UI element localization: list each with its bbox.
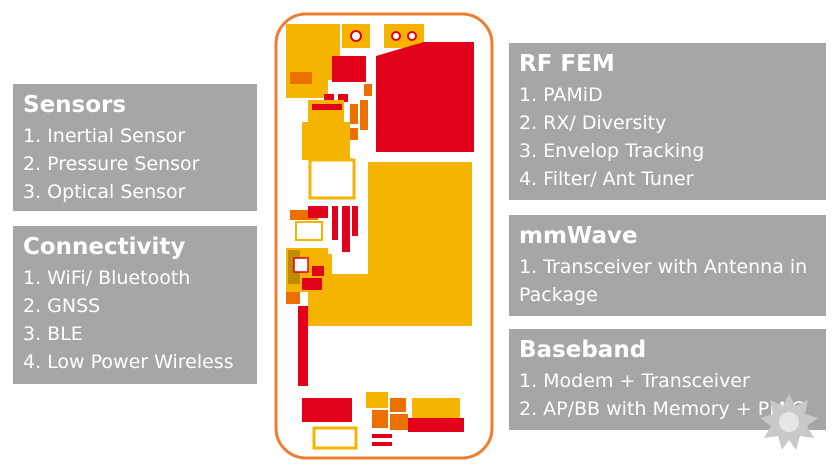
speaker-grille-2 — [372, 442, 392, 446]
chip-red-left-col-1 — [332, 206, 338, 240]
sensors-item-1: 1. Inertial Sensor — [23, 125, 186, 147]
connectivity-box: Connectivity 1. WiFi/ Bluetooth 2. GNSS … — [13, 226, 257, 384]
rf-fem-item-2: 2. RX/ Diversity — [519, 112, 667, 134]
chip-red-strip — [298, 306, 308, 386]
sensor-window — [308, 158, 356, 200]
connector-right-pin-b — [407, 31, 417, 41]
sensors-item-3: 3. Optical Sensor — [23, 181, 186, 203]
sensors-title: Sensors — [23, 92, 127, 118]
connectivity-item-3: 3. BLE — [23, 323, 83, 345]
chip-red-small-1 — [324, 94, 334, 102]
phone-board-diagram — [274, 12, 494, 460]
watermark-gear-icon — [760, 394, 818, 450]
baseband-item-2: 2. AP/BB with Memory + PMIC — [519, 398, 805, 420]
rf-area-red — [376, 42, 474, 152]
sensors-item-2: 2. Pressure Sensor — [23, 153, 200, 175]
chip-yellow-mid — [308, 100, 344, 122]
chip-orange-conn — [286, 292, 300, 304]
chip-red-conn-2 — [312, 266, 324, 276]
connector-left-pin — [350, 30, 362, 42]
rf-fem-item-3: 3. Envelop Tracking — [519, 140, 705, 162]
chip-orange-col-1 — [350, 104, 358, 124]
connectivity-item-4: 4. Low Power Wireless — [23, 351, 234, 373]
main-board-yellow — [308, 162, 472, 326]
rf-fem-box: RF FEM 1. PAMiD 2. RX/ Diversity 3. Enve… — [509, 43, 826, 200]
chip-orange-bottom-2 — [372, 410, 388, 428]
chip-white-left — [295, 221, 323, 241]
chip-red-bottom-right — [408, 418, 464, 432]
chip-red-left-1 — [308, 206, 328, 218]
baseband-item-1: 1. Modem + Transceiver — [519, 370, 750, 392]
chip-red-left-col-2 — [342, 206, 350, 252]
chip-red-left-col-3 — [352, 206, 358, 236]
chip-red-conn — [302, 278, 322, 290]
chip-red-bottom-left — [302, 398, 352, 422]
chip-orange-top-2 — [364, 84, 372, 96]
chip-orange-bottom-3 — [390, 414, 408, 430]
chip-red-small-2 — [338, 94, 348, 102]
baseband-box: Baseband 1. Modem + Transceiver 2. AP/BB… — [509, 329, 826, 430]
chip-yellow-bottom-small — [366, 392, 388, 408]
mmwave-title: mmWave — [519, 223, 638, 249]
mmwave-item-1: 1. Transceiver with Antenna in Package — [519, 256, 808, 306]
connectivity-title: Connectivity — [23, 234, 186, 260]
sim-slot — [293, 257, 309, 273]
chip-orange-col-3 — [360, 100, 368, 130]
chip-orange-left-1 — [290, 210, 318, 220]
speaker-grille-1 — [372, 434, 392, 438]
baseband-title: Baseband — [519, 337, 647, 363]
chip-orange-col-2 — [350, 128, 358, 140]
sensor-block-yellow — [302, 122, 350, 160]
rf-fem-item-1: 1. PAMiD — [519, 84, 603, 106]
chip-orange-bottom-1 — [390, 398, 406, 412]
chip-red-top — [332, 56, 366, 82]
chip-red-bar — [312, 104, 342, 110]
connectivity-item-2: 2. GNSS — [23, 295, 101, 317]
connector-right-pin-a — [391, 31, 401, 41]
chip-orange-top — [290, 72, 312, 84]
usb-connector — [312, 426, 358, 450]
rf-fem-title: RF FEM — [519, 51, 615, 77]
sensors-box: Sensors 1. Inertial Sensor 2. Pressure S… — [13, 84, 257, 211]
rf-fem-item-4: 4. Filter/ Ant Tuner — [519, 168, 694, 190]
connectivity-item-1: 1. WiFi/ Bluetooth — [23, 267, 191, 289]
mmwave-box: mmWave 1. Transceiver with Antenna in Pa… — [509, 215, 826, 316]
